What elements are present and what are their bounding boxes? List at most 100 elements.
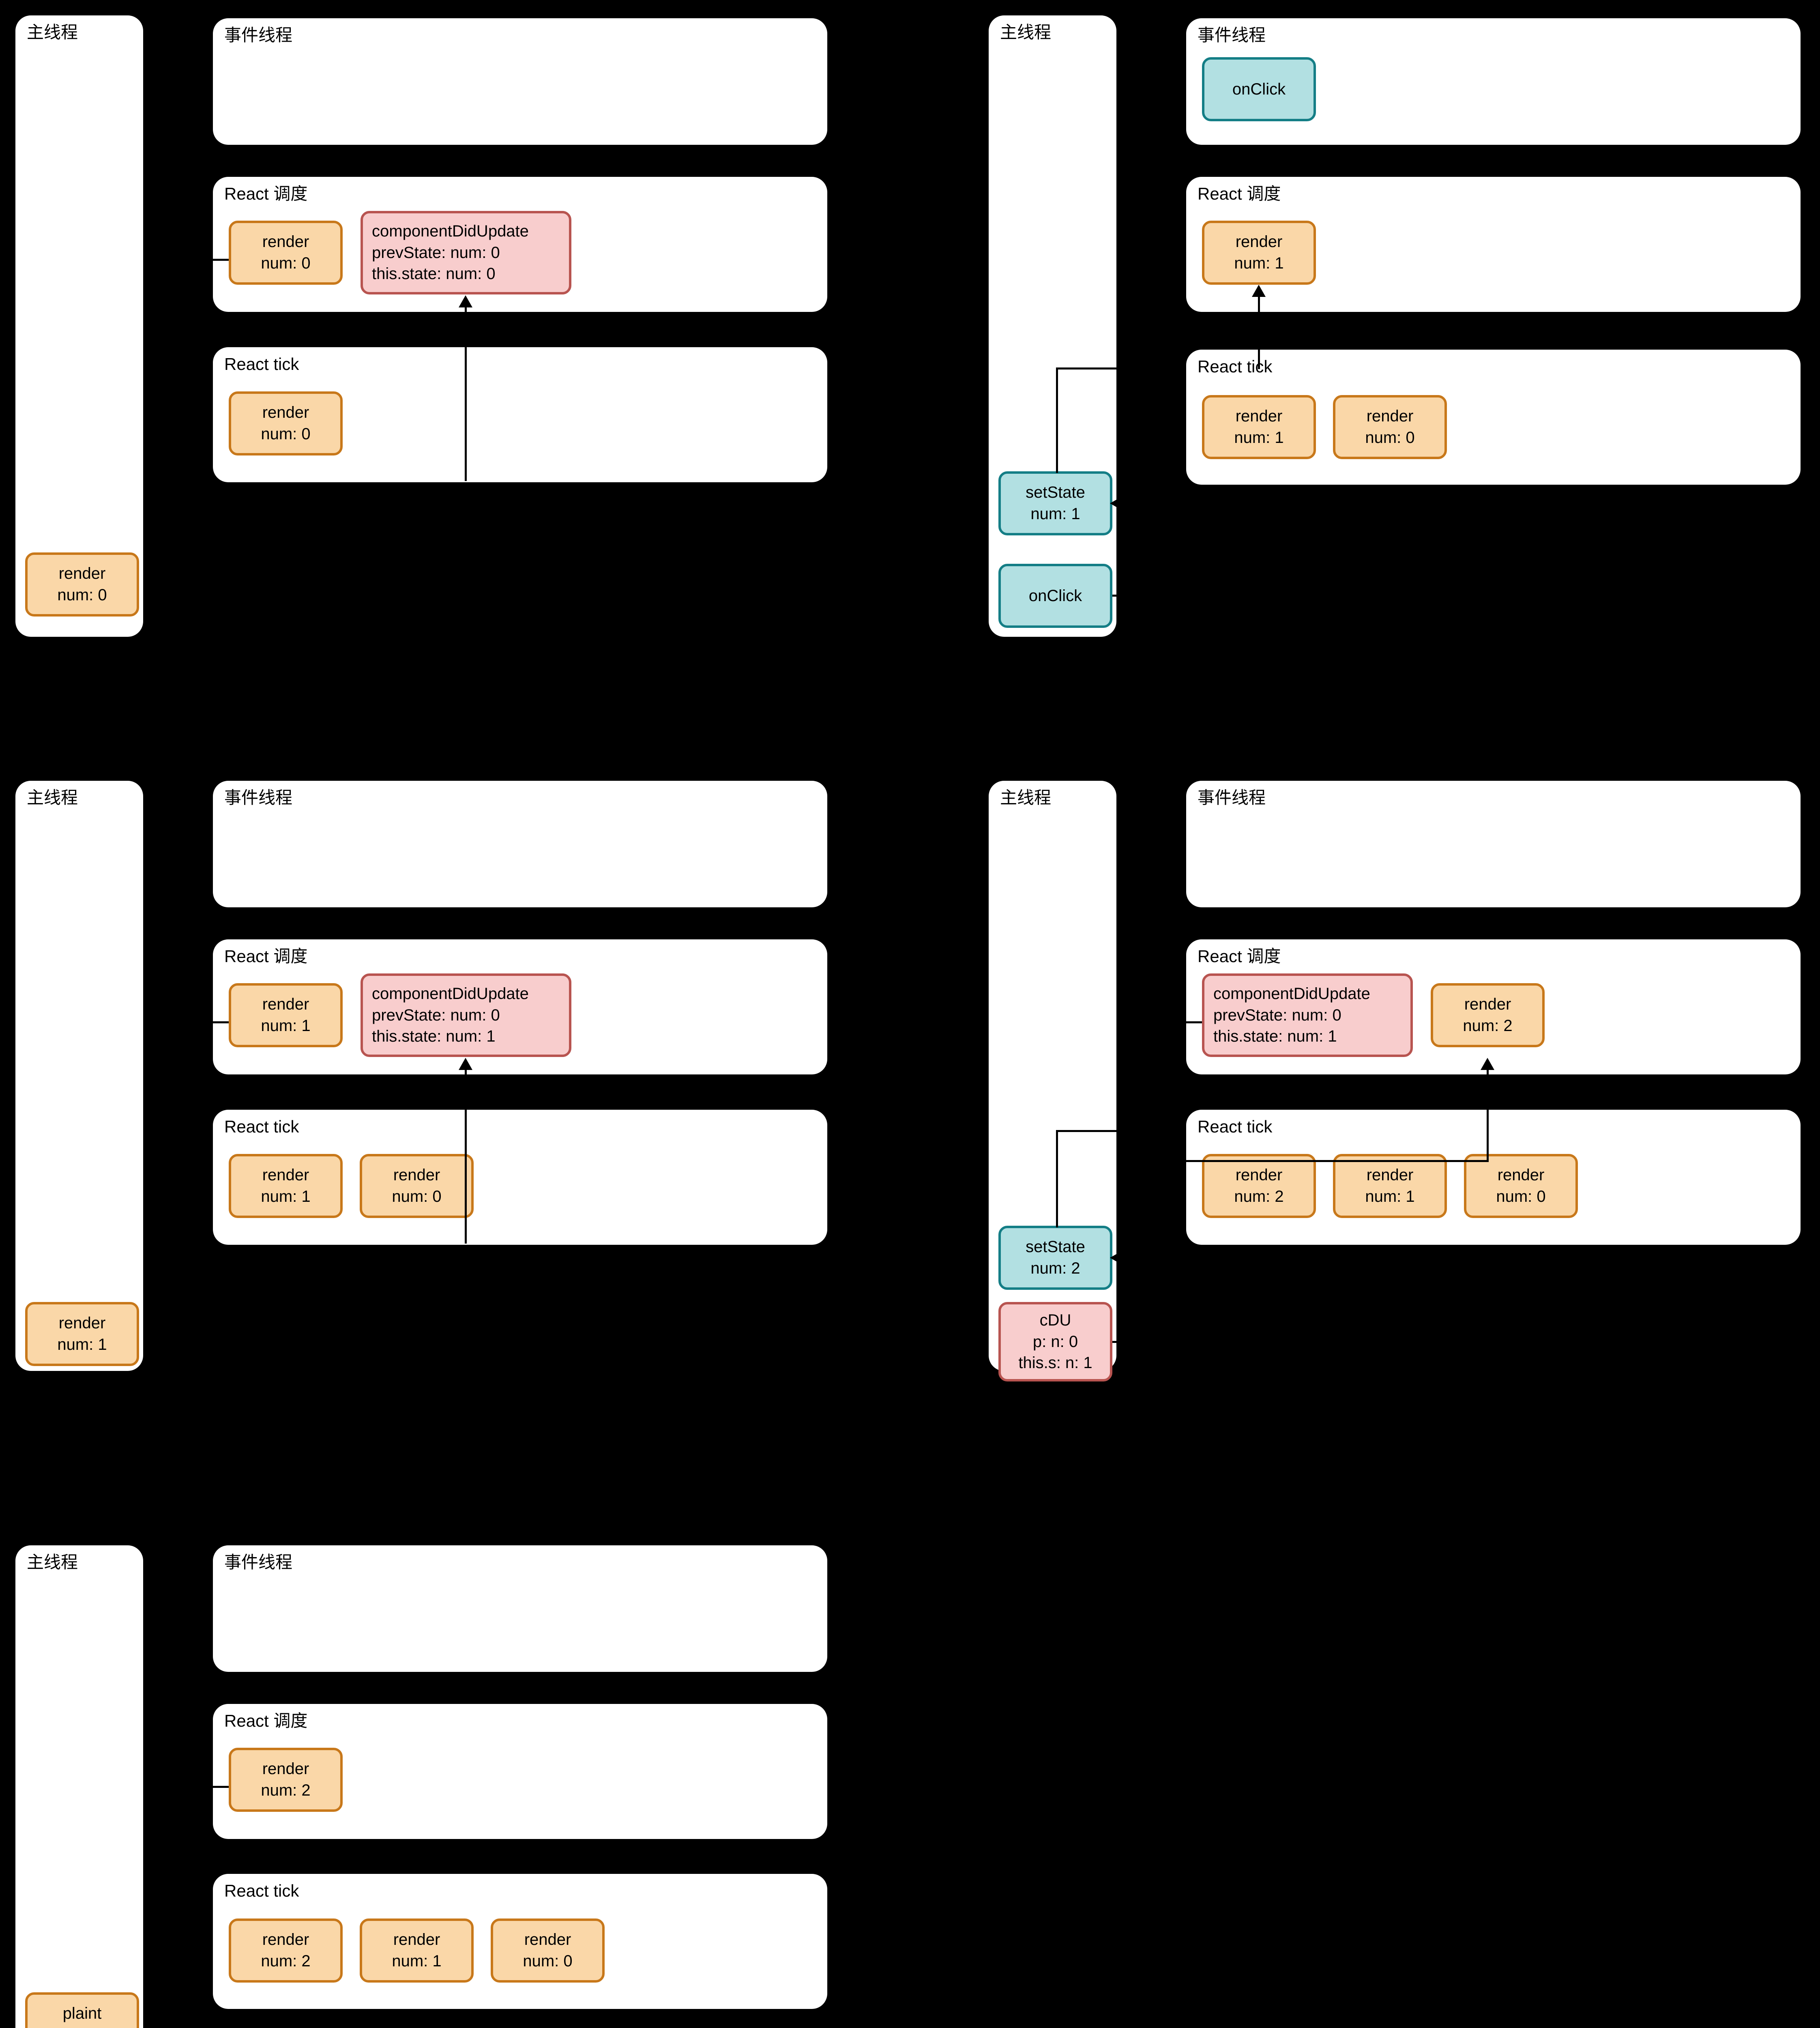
node-p4-main-cdu[interactable]: cDU p: n: 0 this.s: n: 1: [998, 1302, 1112, 1381]
connector-p3-tick-to-cdu: [465, 1069, 467, 1244]
node-line-1: render: [1235, 407, 1283, 425]
node-line-1: render: [262, 1760, 309, 1778]
node-p5-tick-render-1[interactable]: render num: 1: [360, 1918, 474, 1983]
connector-p2-elbow-v: [1056, 367, 1058, 473]
node-p4-tick-render-0[interactable]: render num: 0: [1464, 1154, 1578, 1218]
node-p3-sched-render[interactable]: render num: 1: [229, 983, 343, 1047]
node-line-2: num: 2: [1030, 1259, 1080, 1277]
node-p4-sched-cdu[interactable]: componentDidUpdate prevState: num: 0 thi…: [1202, 973, 1413, 1057]
panel-title-main-thread: 主线程: [27, 1553, 78, 1572]
node-line-2: num: 1: [1030, 505, 1080, 523]
node-line-1: render: [1366, 407, 1414, 425]
node-line-2: num: 2: [57, 2024, 107, 2028]
panel-1-event-thread: 事件线程: [213, 18, 827, 145]
panel-title-react-tick: React tick: [224, 1117, 299, 1136]
node-line-3: this.state: num: 1: [372, 1027, 496, 1046]
connector-p4-elbow-h: [1056, 1130, 1138, 1132]
node-p5-sched-render[interactable]: render num: 2: [229, 1748, 343, 1812]
node-p3-sched-cdu[interactable]: componentDidUpdate prevState: num: 0 thi…: [361, 973, 571, 1057]
node-p4-main-setstate[interactable]: setState num: 2: [998, 1226, 1112, 1290]
node-p4-tick-render-1[interactable]: render num: 1: [1333, 1154, 1447, 1218]
connector-p1-sched-stub: [208, 259, 229, 261]
node-line-2: num: 1: [392, 1952, 442, 1970]
panel-title-react-tick: React tick: [1198, 1117, 1273, 1136]
connector-p2-tick-to-render: [1258, 296, 1260, 369]
node-line-1: render: [1235, 1166, 1283, 1184]
node-p1-sched-render[interactable]: render num: 0: [229, 221, 343, 285]
node-p2-tick-render-1[interactable]: render num: 1: [1202, 395, 1316, 459]
node-line-1: setState: [1026, 1238, 1085, 1256]
connector-p2-setstate-stub: [1112, 503, 1137, 505]
arrowhead-p4-tick-to-render: [1481, 1058, 1494, 1070]
node-p1-sched-cdu[interactable]: componentDidUpdate prevState: num: 0 thi…: [361, 211, 571, 294]
node-line-1: render: [1235, 233, 1283, 251]
node-line-2: num: 1: [1365, 1188, 1415, 1205]
node-line-2: num: 1: [1234, 429, 1284, 447]
arrowhead-p4-into-setstate: [1110, 1251, 1122, 1265]
node-p3-main-render[interactable]: render num: 1: [25, 1302, 139, 1366]
connector-p4-sched-stub: [1181, 1021, 1202, 1023]
node-p2-main-onclick[interactable]: onClick: [998, 564, 1112, 628]
connector-p2-onclick-stub: [1112, 595, 1138, 597]
node-p5-tick-render-2[interactable]: render num: 2: [229, 1918, 343, 1983]
node-p1-tick-render[interactable]: render num: 0: [229, 391, 343, 455]
node-p1-main-render[interactable]: render num: 0: [25, 552, 139, 617]
panel-title-react-schedule: React 调度: [224, 1711, 308, 1730]
panel-title-event-thread: 事件线程: [224, 788, 293, 807]
node-line-2: num: 1: [57, 1336, 107, 1353]
panel-5-event-thread: 事件线程: [213, 1545, 827, 1672]
panel-title-event-thread: 事件线程: [224, 26, 293, 45]
arrowhead-p1-tick-to-cdu: [459, 295, 472, 307]
node-line-2: prevState: num: 0: [372, 243, 500, 262]
node-line-2: p: n: 0: [1032, 1332, 1078, 1351]
panel-1-main-thread: 主线程: [15, 15, 143, 637]
panel-title-event-thread: 事件线程: [1198, 788, 1266, 807]
node-p2-main-setstate[interactable]: setState num: 1: [998, 471, 1112, 535]
node-p3-tick-render-0[interactable]: render num: 0: [360, 1154, 474, 1218]
node-p3-tick-render-1[interactable]: render num: 1: [229, 1154, 343, 1218]
node-line-2: num: 2: [261, 1781, 311, 1799]
arrowhead-p2-into-setstate: [1110, 496, 1122, 510]
connector-p4-setstate-stub: [1112, 1257, 1137, 1259]
node-line-2: num: 2: [261, 1952, 311, 1970]
node-line-2: prevState: num: 0: [372, 1006, 500, 1024]
panel-title-main-thread: 主线程: [27, 23, 78, 42]
connector-p5-sched-stub: [208, 1786, 229, 1788]
panel-title-event-thread: 事件线程: [1198, 26, 1266, 45]
panel-4-event-thread: 事件线程: [1186, 781, 1801, 907]
node-line-1: plaint: [62, 2004, 102, 2023]
node-p5-tick-render-0[interactable]: render num: 0: [491, 1918, 605, 1983]
panel-title-event-thread: 事件线程: [224, 1553, 293, 1572]
arrowhead-p2-tick-to-render: [1252, 285, 1266, 297]
node-line-1: render: [1497, 1166, 1545, 1184]
panel-title-react-tick: React tick: [1198, 357, 1273, 376]
panel-title-main-thread: 主线程: [1000, 788, 1052, 807]
node-p2-tick-render-0[interactable]: render num: 0: [1333, 395, 1447, 459]
node-line-1: render: [262, 233, 309, 251]
node-line-1: render: [58, 1314, 106, 1332]
node-p2-sched-render[interactable]: render num: 1: [1202, 221, 1316, 285]
node-line-1: cDU: [1039, 1311, 1071, 1329]
node-line-1: onClick: [1028, 586, 1082, 605]
node-line-1: render: [58, 565, 106, 583]
node-p4-sched-render[interactable]: render num: 2: [1431, 983, 1545, 1047]
node-line-1: componentDidUpdate: [372, 222, 529, 240]
node-p2-event-onclick[interactable]: onClick: [1202, 57, 1316, 121]
arrowhead-p3-tick-to-cdu: [459, 1058, 472, 1070]
node-line-2: num: 1: [1234, 254, 1284, 272]
panel-title-react-schedule: React 调度: [1198, 947, 1281, 966]
node-line-2: num: 0: [261, 254, 311, 272]
node-line-1: render: [262, 995, 309, 1014]
node-line-1: render: [262, 404, 309, 422]
node-line-2: num: 0: [1496, 1188, 1546, 1205]
panel-3-main-thread: 主线程: [15, 781, 143, 1371]
node-line-2: num: 2: [1234, 1188, 1284, 1205]
panel-5-main-thread: 主线程: [15, 1545, 143, 2028]
node-line-2: num: 0: [1365, 429, 1415, 447]
node-line-2: num: 0: [392, 1188, 442, 1205]
node-p5-main-plaint[interactable]: plaint num: 2: [25, 1992, 139, 2028]
panel-title-react-schedule: React 调度: [1198, 184, 1281, 203]
panel-title-react-schedule: React 调度: [224, 184, 308, 203]
node-line-3: this.state: num: 1: [1213, 1027, 1337, 1046]
node-p4-tick-render-2[interactable]: render num: 2: [1202, 1154, 1316, 1218]
